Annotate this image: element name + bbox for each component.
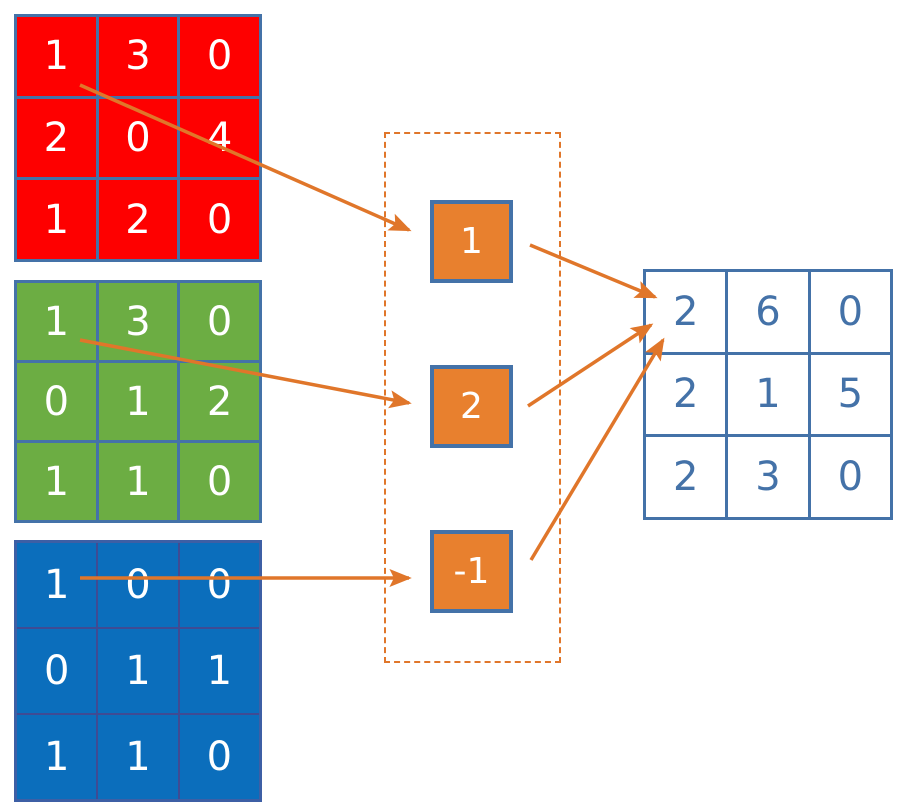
red-matrix: 1 3 0 2 0 4 1 2 0: [14, 14, 262, 262]
result-cell-1-0: 2: [646, 354, 726, 435]
green-cell-1-1: 1: [98, 363, 178, 440]
blue-cell-0-0: 1: [17, 543, 97, 627]
result-cell-0-0: 2: [646, 272, 726, 352]
result-cell-2-1: 3: [728, 437, 808, 517]
blue-matrix: 1 0 0 0 1 1 1 1 0: [14, 540, 262, 802]
green-cell-0-1: 3: [98, 283, 178, 360]
bias-box-1: 1: [430, 200, 513, 283]
result-cell-1-2: 5: [810, 354, 890, 435]
blue-cell-0-1: 0: [98, 543, 178, 627]
green-cell-0-2: 0: [180, 283, 259, 360]
red-cell-2-2: 0: [180, 180, 259, 259]
green-cell-1-0: 0: [17, 363, 96, 440]
result-matrix: 2 6 0 2 1 5 2 3 0: [643, 269, 893, 520]
result-cell-1-1: 1: [728, 354, 808, 435]
red-cell-2-1: 2: [98, 180, 178, 259]
green-cell-0-0: 1: [17, 283, 96, 360]
red-cell-1-0: 2: [17, 98, 96, 178]
red-cell-2-0: 1: [17, 180, 96, 259]
green-cell-2-0: 1: [17, 443, 96, 520]
green-cell-1-2: 2: [180, 363, 259, 440]
green-matrix: 1 3 0 0 1 2 1 1 0: [14, 280, 262, 523]
blue-cell-2-0: 1: [17, 715, 97, 799]
blue-cell-2-1: 1: [98, 715, 178, 799]
blue-cell-1-0: 0: [17, 629, 97, 713]
result-cell-0-2: 0: [810, 272, 890, 352]
red-cell-1-2: 4: [180, 98, 259, 178]
blue-cell-2-2: 0: [179, 715, 259, 799]
result-cell-2-0: 2: [646, 437, 726, 517]
red-cell-0-2: 0: [180, 17, 259, 96]
result-cell-2-2: 0: [810, 437, 890, 517]
bias-box-2: 2: [430, 365, 513, 448]
red-cell-1-1: 0: [98, 98, 178, 178]
blue-cell-0-2: 0: [179, 543, 259, 627]
result-cell-0-1: 6: [728, 272, 808, 352]
green-cell-2-1: 1: [98, 443, 178, 520]
blue-cell-1-2: 1: [179, 629, 259, 713]
red-cell-0-1: 3: [98, 17, 178, 96]
red-cell-0-0: 1: [17, 17, 96, 96]
bias-box-3: -1: [430, 530, 513, 613]
green-cell-2-2: 0: [180, 443, 259, 520]
blue-cell-1-1: 1: [98, 629, 178, 713]
